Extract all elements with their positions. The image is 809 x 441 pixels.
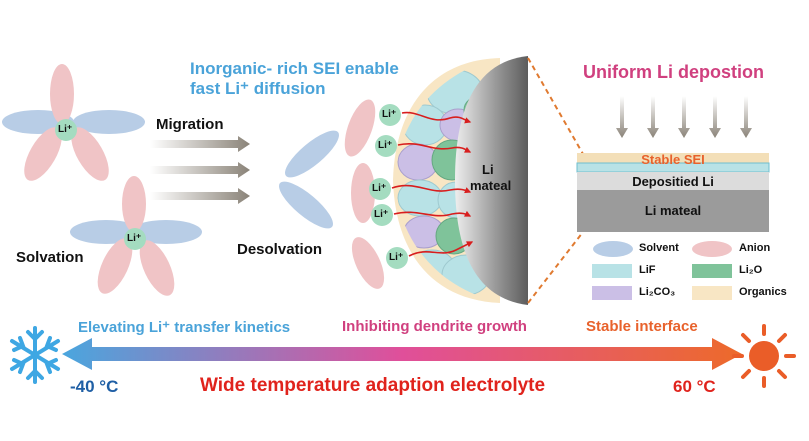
solvation-label: Solvation bbox=[16, 249, 84, 266]
desolvation-molecules bbox=[279, 99, 385, 289]
legend-li2o-label: Li₂O bbox=[739, 264, 763, 276]
li-metal-layer-label: Li mateal bbox=[644, 203, 702, 218]
uniform-deposition-title: Uniform Li depostion bbox=[583, 62, 764, 82]
li-metal-label: Li bbox=[482, 162, 494, 177]
li-ion-label: Li⁺ bbox=[127, 233, 142, 244]
li-ion-label: Li⁺ bbox=[58, 124, 73, 135]
main-caption: Wide temperature adaption electrolyte bbox=[200, 375, 546, 396]
migration-arrows bbox=[150, 136, 250, 204]
li-ion-label: Li⁺ bbox=[372, 183, 387, 194]
legend bbox=[592, 241, 732, 300]
legend-lif-label: LiF bbox=[639, 264, 656, 276]
legend-lif-swatch bbox=[592, 264, 632, 278]
zoom-lines bbox=[527, 57, 584, 304]
high-temp-label: 60 °C bbox=[673, 377, 716, 396]
legend-li2o-swatch bbox=[692, 264, 732, 278]
legend-anion-label: Anion bbox=[739, 242, 771, 254]
sei-title-line-1: Inorganic- rich SEI enable bbox=[190, 59, 399, 78]
solvation-cluster-top bbox=[2, 64, 145, 181]
deposited-li-layer bbox=[577, 172, 769, 190]
li-metal-label-2: mateal bbox=[470, 178, 512, 193]
deposition-arrows bbox=[616, 96, 752, 138]
li-metal-electrode bbox=[455, 56, 528, 305]
legend-solvent-label: Solvent bbox=[639, 242, 679, 254]
deposited-li-label: Depositied Li bbox=[632, 174, 714, 189]
li-ions-sei bbox=[369, 104, 408, 269]
temperature-arrow bbox=[62, 338, 742, 370]
legend-organics-label: Organics bbox=[739, 286, 787, 298]
legend-li2co3-label: Li₂CO₃ bbox=[639, 286, 676, 298]
li-ion-label: Li⁺ bbox=[378, 140, 393, 151]
stable-sei-layer bbox=[577, 153, 769, 163]
migration-label: Migration bbox=[156, 116, 224, 133]
layer-stack bbox=[576, 153, 770, 232]
li-ion-label: Li⁺ bbox=[389, 252, 404, 263]
sei-title-line-2: fast Li⁺ diffusion bbox=[190, 79, 326, 98]
ion-paths bbox=[391, 111, 474, 257]
li-ion-label: Li⁺ bbox=[382, 109, 397, 120]
legend-anion-swatch bbox=[692, 241, 732, 257]
solvation-cluster-bottom bbox=[70, 176, 202, 296]
legend-li2co3-swatch bbox=[592, 286, 632, 300]
dendrite-label: Inhibiting dendrite growth bbox=[342, 318, 527, 335]
snowflake-icon bbox=[10, 326, 60, 384]
stable-sei-label: Stable SEI bbox=[641, 152, 705, 167]
desolvation-label: Desolvation bbox=[237, 241, 323, 258]
interface-label: Stable interface bbox=[586, 318, 698, 335]
sun-icon bbox=[732, 324, 796, 388]
legend-solvent-swatch bbox=[593, 241, 633, 257]
li-ion-label: Li⁺ bbox=[374, 209, 389, 220]
li-metal-layer bbox=[577, 190, 769, 232]
legend-organics-swatch bbox=[692, 286, 732, 300]
kinetics-label: Elevating Li⁺ transfer kinetics bbox=[78, 319, 291, 336]
low-temp-label: -40 °C bbox=[70, 377, 119, 396]
